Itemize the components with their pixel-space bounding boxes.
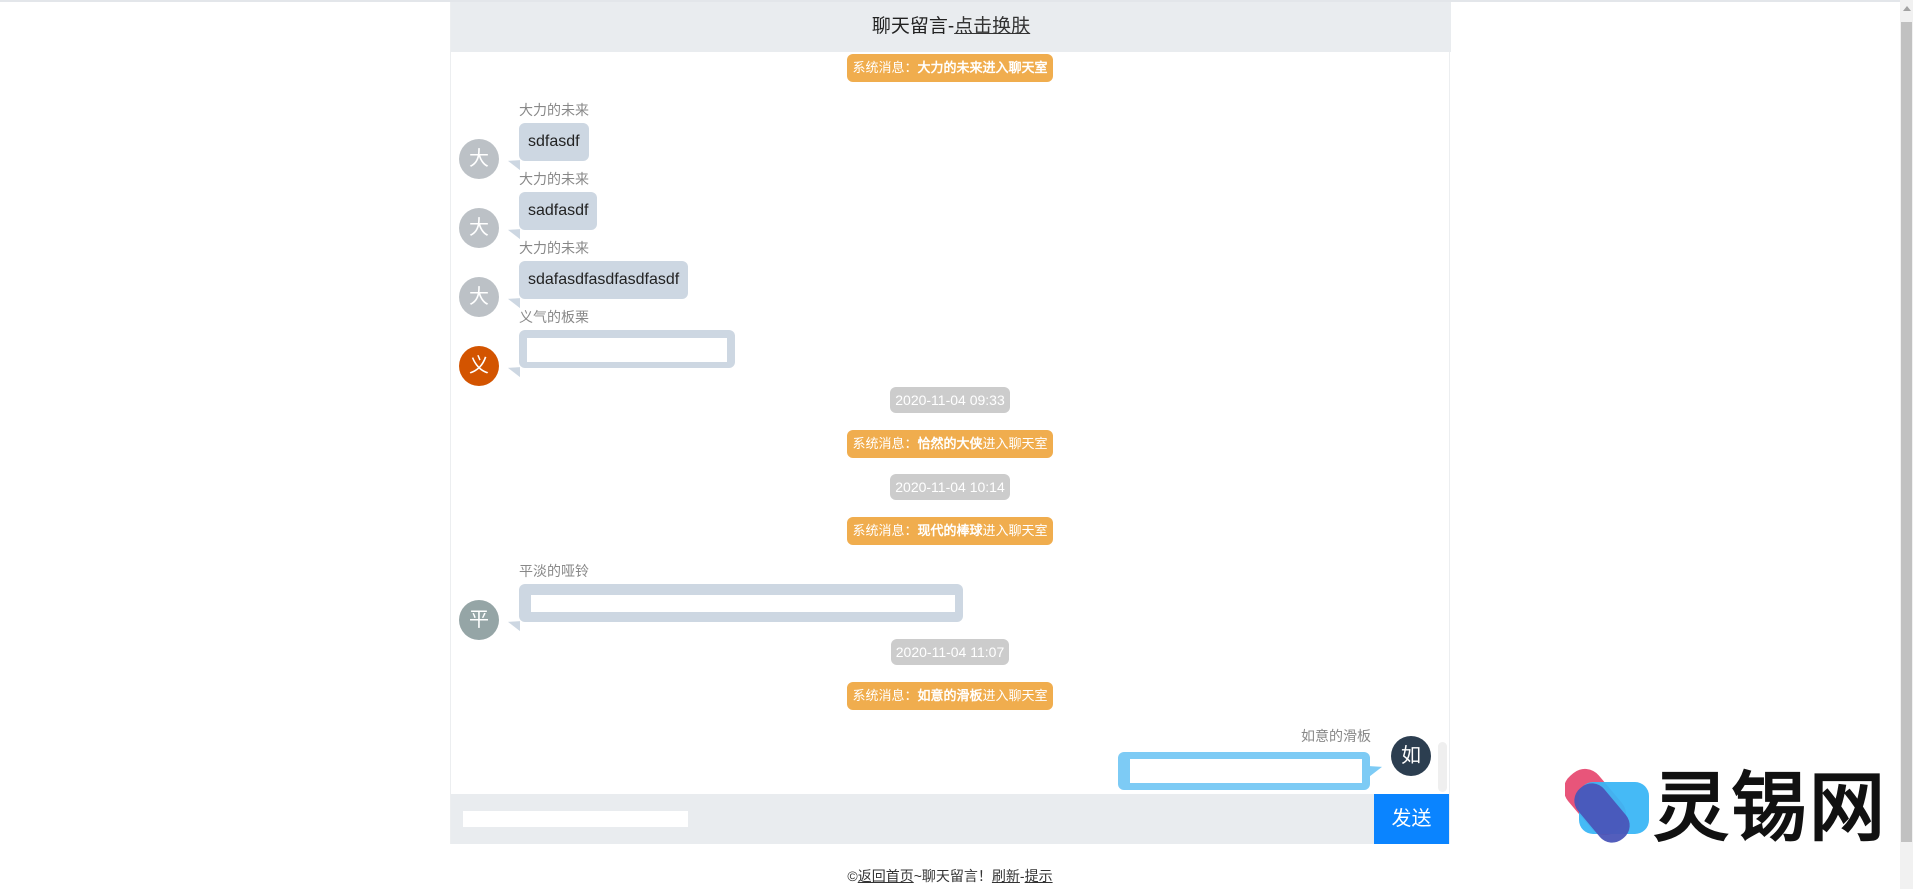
page-title: 聊天留言- (871, 16, 955, 37)
page-scrollbar-thumb[interactable] (1901, 22, 1912, 842)
message-bubble: sdfasdf (519, 123, 589, 161)
message-list[interactable]: 系统消息：大力的未来进入聊天室 大 大力的未来 sdfasdf 大 大力的未来 … (451, 52, 1449, 794)
message-bubble (519, 584, 963, 622)
composer: 发送 (451, 794, 1449, 844)
timestamp: 2020-11-04 09:33 (451, 387, 1449, 413)
bubble-tail (1370, 761, 1382, 777)
redacted-content (527, 338, 727, 362)
avatar: 义 (459, 346, 499, 386)
redacted-content (463, 811, 688, 827)
timestamp: 2020-11-04 11:07 (451, 639, 1449, 665)
chat-panel: 聊天留言-点击换肤 系统消息：大力的未来进入聊天室 大 大力的未来 sdfasd… (450, 2, 1451, 844)
home-link[interactable]: 返回首页 (857, 868, 914, 884)
sender-name: 义气的板栗 (519, 309, 589, 325)
bubble-tail (508, 362, 520, 378)
message-bubble: sadfasdf (519, 192, 598, 230)
system-message: 系统消息：现代的棒球进入聊天室 (451, 517, 1449, 545)
message-bubble: sdafasdfasdfasdfasdf (519, 261, 689, 299)
page-scrollbar[interactable] (1900, 0, 1913, 889)
chat-header: 聊天留言-点击换肤 (451, 2, 1451, 52)
timestamp: 2020-11-04 10:14 (451, 474, 1449, 500)
send-button[interactable]: 发送 (1374, 794, 1449, 844)
avatar: 大 (459, 208, 499, 248)
scroll-up-arrow-icon[interactable] (1903, 6, 1911, 11)
redacted-content (531, 595, 955, 612)
redacted-content (1130, 759, 1362, 783)
refresh-link[interactable]: 刷新 (991, 868, 1020, 884)
top-border (0, 0, 1900, 2)
system-message: 系统消息：恰然的大侠进入聊天室 (451, 430, 1449, 458)
message-bubble (1118, 752, 1370, 790)
sender-name: 大力的未来 (519, 240, 589, 256)
avatar: 大 (459, 277, 499, 317)
avatar: 平 (459, 600, 499, 640)
system-message: 系统消息：大力的未来进入聊天室 (451, 54, 1449, 82)
watermark-text: 灵锡网 (1653, 763, 1887, 852)
avatar: 如 (1391, 736, 1431, 776)
sender-name: 平淡的哑铃 (519, 563, 589, 579)
tip-link[interactable]: 提示 (1024, 868, 1053, 884)
system-message: 系统消息：如意的滑板进入聊天室 (451, 682, 1449, 710)
sender-name: 如意的滑板 (1301, 728, 1371, 744)
watermark-logo: 灵锡网 (1563, 760, 1895, 855)
avatar: 大 (459, 139, 499, 179)
footer: ©返回首页~聊天留言！刷新-提示 (847, 868, 1053, 884)
sender-name: 大力的未来 (519, 102, 589, 118)
sender-name: 大力的未来 (519, 171, 589, 187)
message-list-scrollbar[interactable] (1438, 742, 1447, 792)
bubble-tail (508, 616, 520, 632)
message-bubble (519, 330, 735, 368)
change-skin-link[interactable]: 点击换肤 (954, 16, 1031, 37)
logo-mark-icon (1563, 768, 1649, 843)
